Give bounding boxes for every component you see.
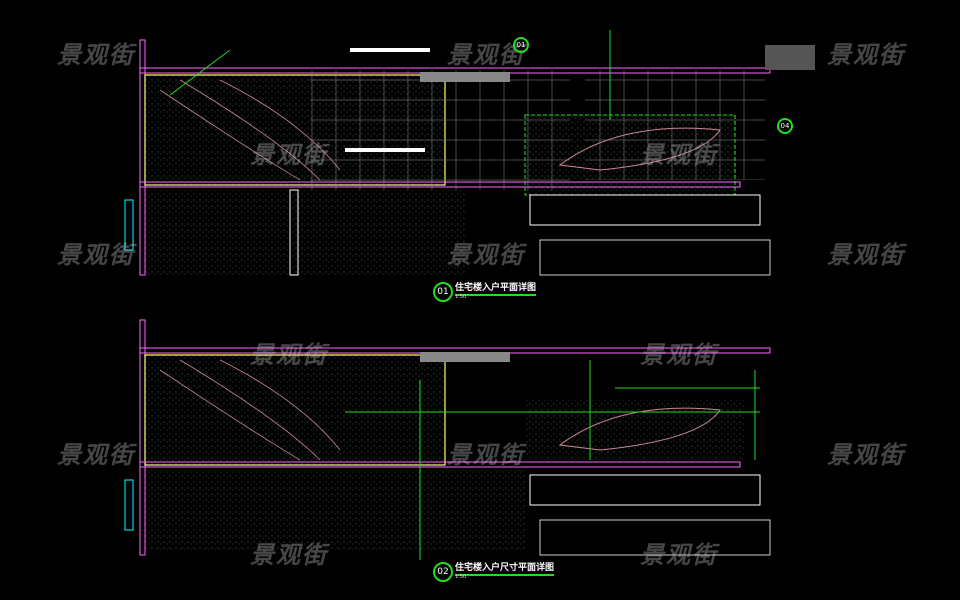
drawing-scale-01: 1:50 (455, 294, 467, 300)
section-callout-a: 01 (513, 37, 529, 53)
watermark: 景观街 (640, 541, 718, 569)
drawing-title-02: 住宅楼入户尺寸平面详图 (455, 560, 555, 576)
drawing-number-01: 01 (433, 282, 453, 302)
watermark: 景观街 (250, 541, 328, 569)
drawing-number-02: 02 (433, 562, 453, 582)
watermark: 景观街 (827, 41, 905, 69)
watermark: 景观街 (250, 341, 328, 369)
watermark: 景观街 (250, 141, 328, 169)
plan-01 (124, 30, 815, 276)
watermark: 景观街 (447, 441, 525, 469)
watermark: 景观街 (447, 41, 525, 69)
drawing-title-01: 住宅楼入户平面详图 (455, 280, 537, 296)
watermark: 景观街 (640, 141, 718, 169)
watermark: 景观街 (57, 241, 135, 269)
plan-02 (124, 319, 771, 560)
watermark: 景观街 (57, 441, 135, 469)
drawing-scale-02: 1:50 (455, 574, 467, 580)
watermark: 景观街 (57, 41, 135, 69)
watermark: 景观街 (640, 341, 718, 369)
watermark: 景观街 (827, 441, 905, 469)
watermark: 景观街 (827, 241, 905, 269)
section-callout-b: 04 (777, 118, 793, 134)
watermark: 景观街 (447, 241, 525, 269)
